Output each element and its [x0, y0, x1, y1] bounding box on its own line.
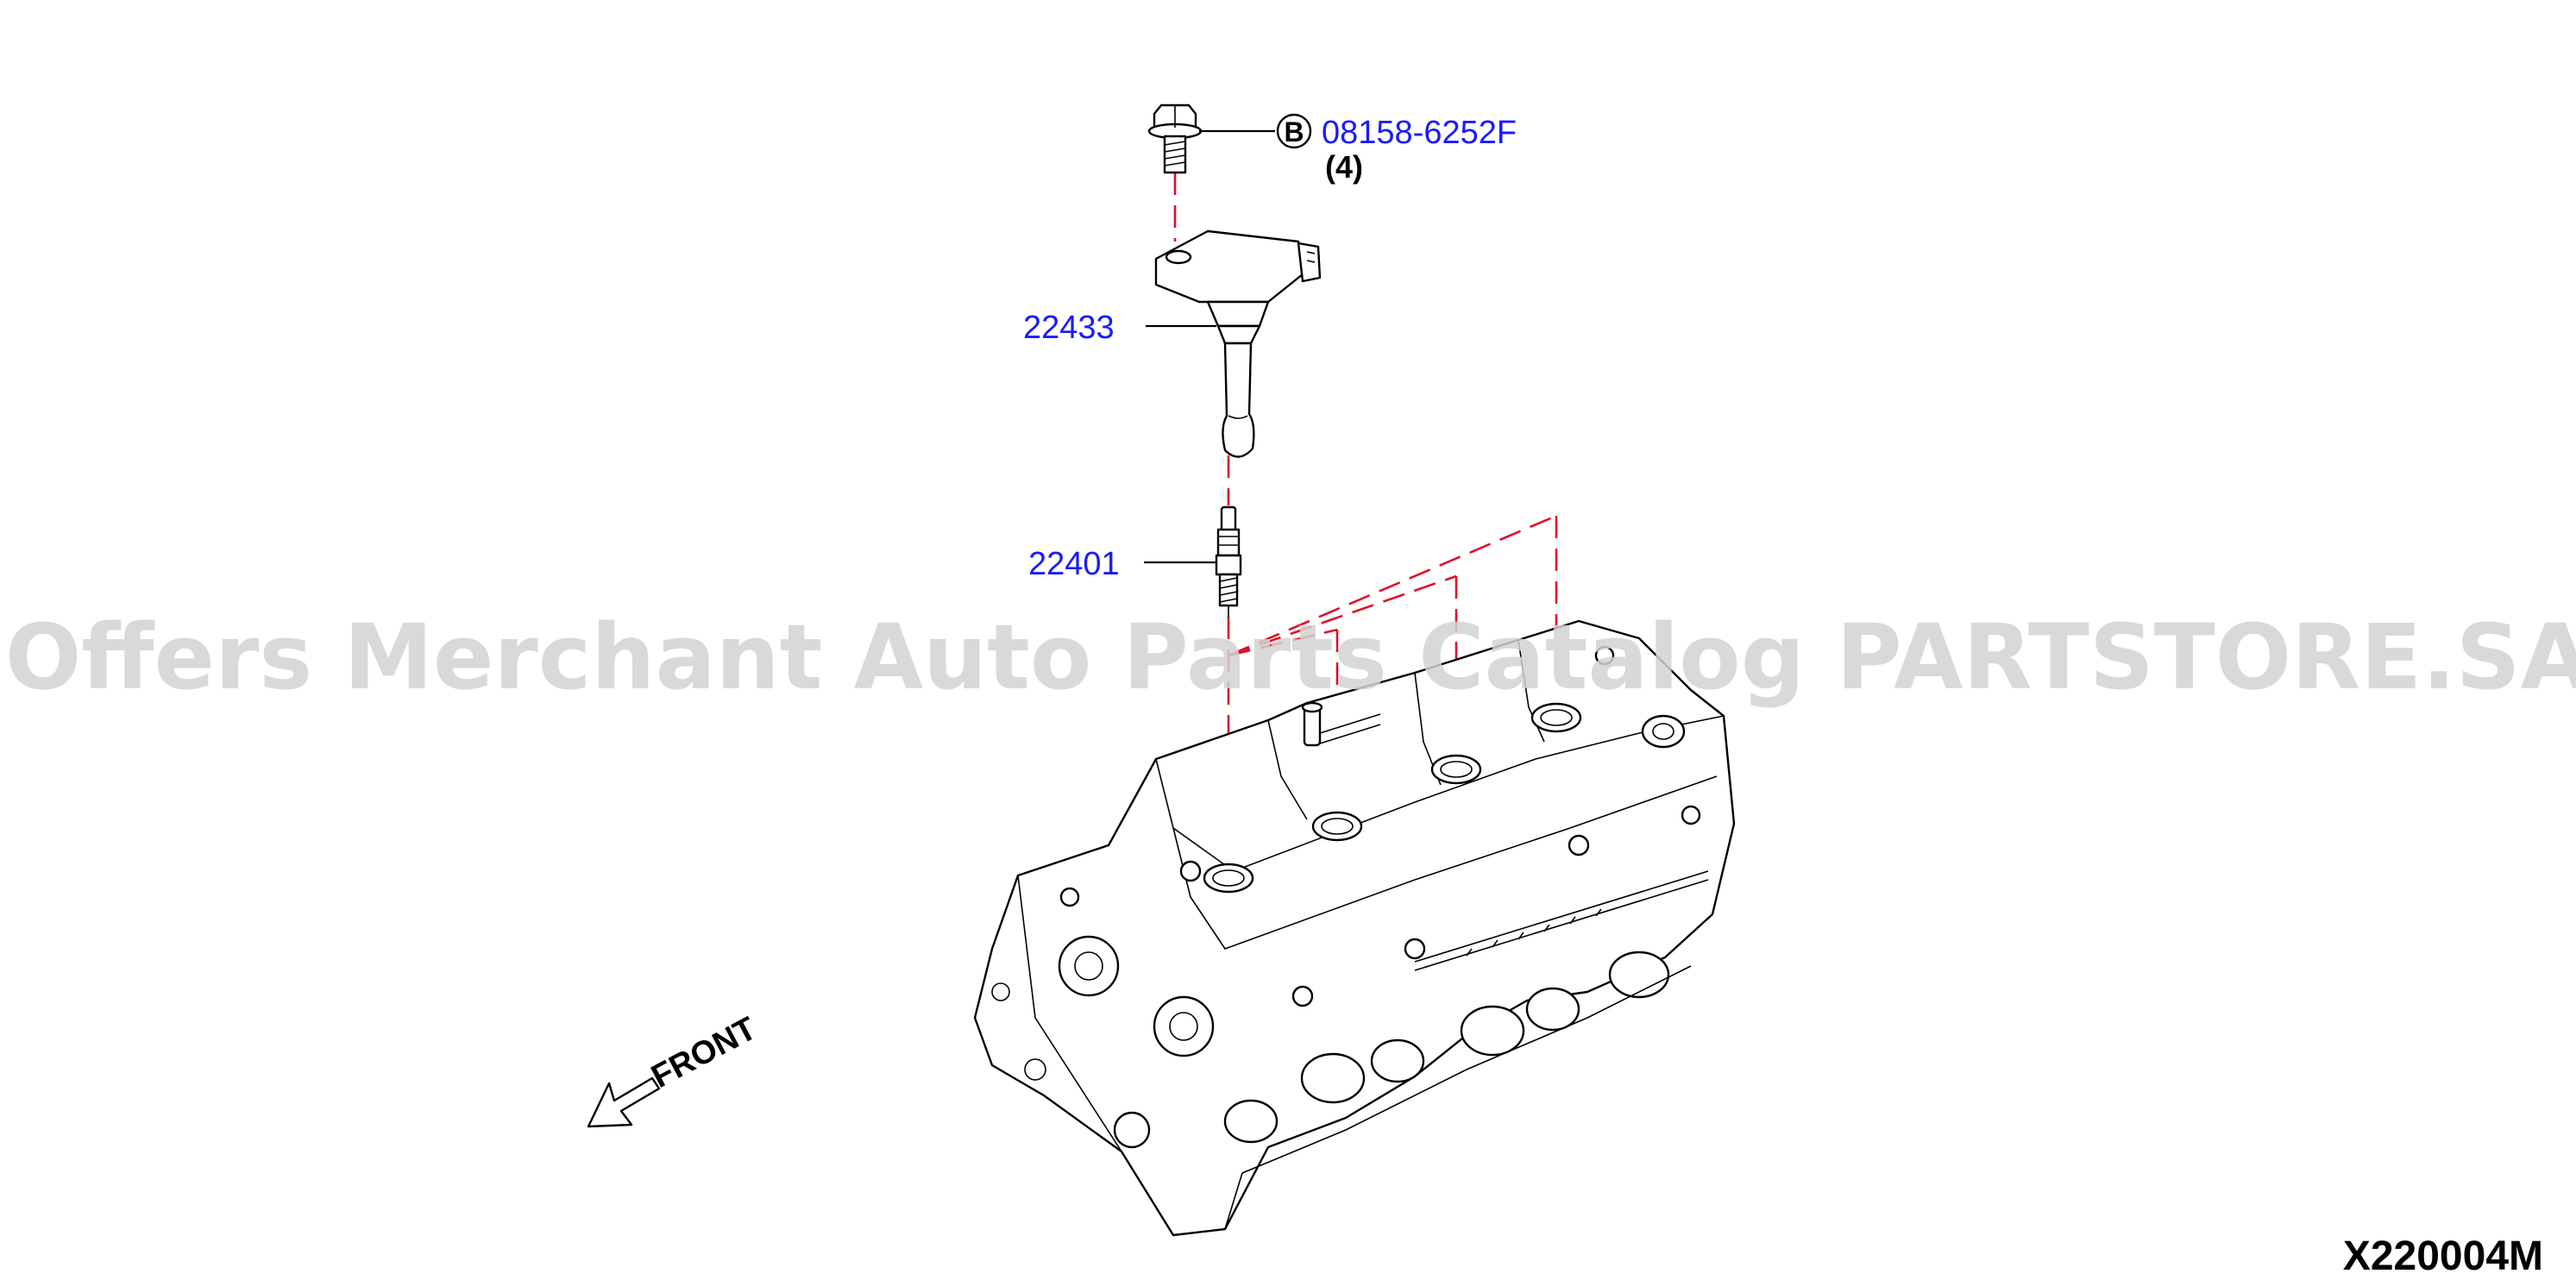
plug-part-number[interactable]: 22401: [1028, 546, 1120, 582]
cylinder-head-drawing: [973, 619, 1736, 1237]
watermark-text: Offers Merchant Auto Parts Catalog PARTS…: [5, 605, 2576, 710]
bolt-callout[interactable]: B 08158-6252F (4): [1276, 113, 1517, 185]
spark-plug-drawing: [1215, 505, 1242, 618]
leader-lines: [1144, 129, 1275, 564]
flange-bolt-drawing: [1147, 104, 1203, 174]
bolt-part-number[interactable]: 08158-6252F: [1322, 115, 1517, 151]
bolt-symbol: B: [1284, 116, 1304, 147]
front-arrow-icon: [587, 1076, 661, 1128]
coil-part-number[interactable]: 22433: [1023, 310, 1115, 346]
front-label: FRONT: [646, 1010, 763, 1095]
bolt-callout-circle-icon: [1276, 113, 1312, 149]
bolt-quantity: (4): [1325, 149, 1363, 185]
ignition-coil-drawing: [1154, 229, 1322, 458]
diagram-code: X220004M: [2343, 1233, 2543, 1279]
